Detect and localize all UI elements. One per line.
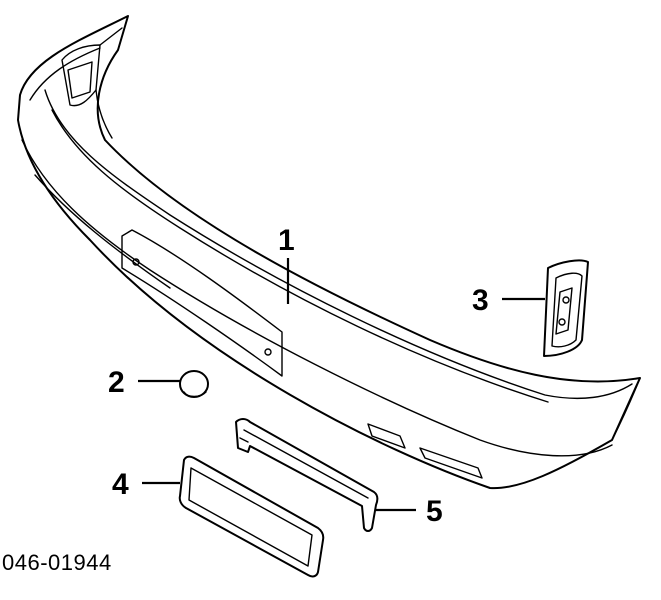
callout-5: 5: [426, 495, 443, 528]
plate-frame: [178, 455, 325, 578]
bumper-cover: [17, 15, 641, 490]
plate-bracket: [235, 418, 379, 532]
callout-2: 2: [108, 366, 125, 399]
callout-3: 3: [472, 284, 489, 317]
bracket: [543, 259, 589, 357]
leader-lines: [138, 258, 545, 512]
callout-4: 4: [112, 468, 129, 501]
callout-1: 1: [278, 224, 295, 257]
plug: [179, 370, 209, 398]
diagram-code: 046-01944: [2, 550, 112, 575]
